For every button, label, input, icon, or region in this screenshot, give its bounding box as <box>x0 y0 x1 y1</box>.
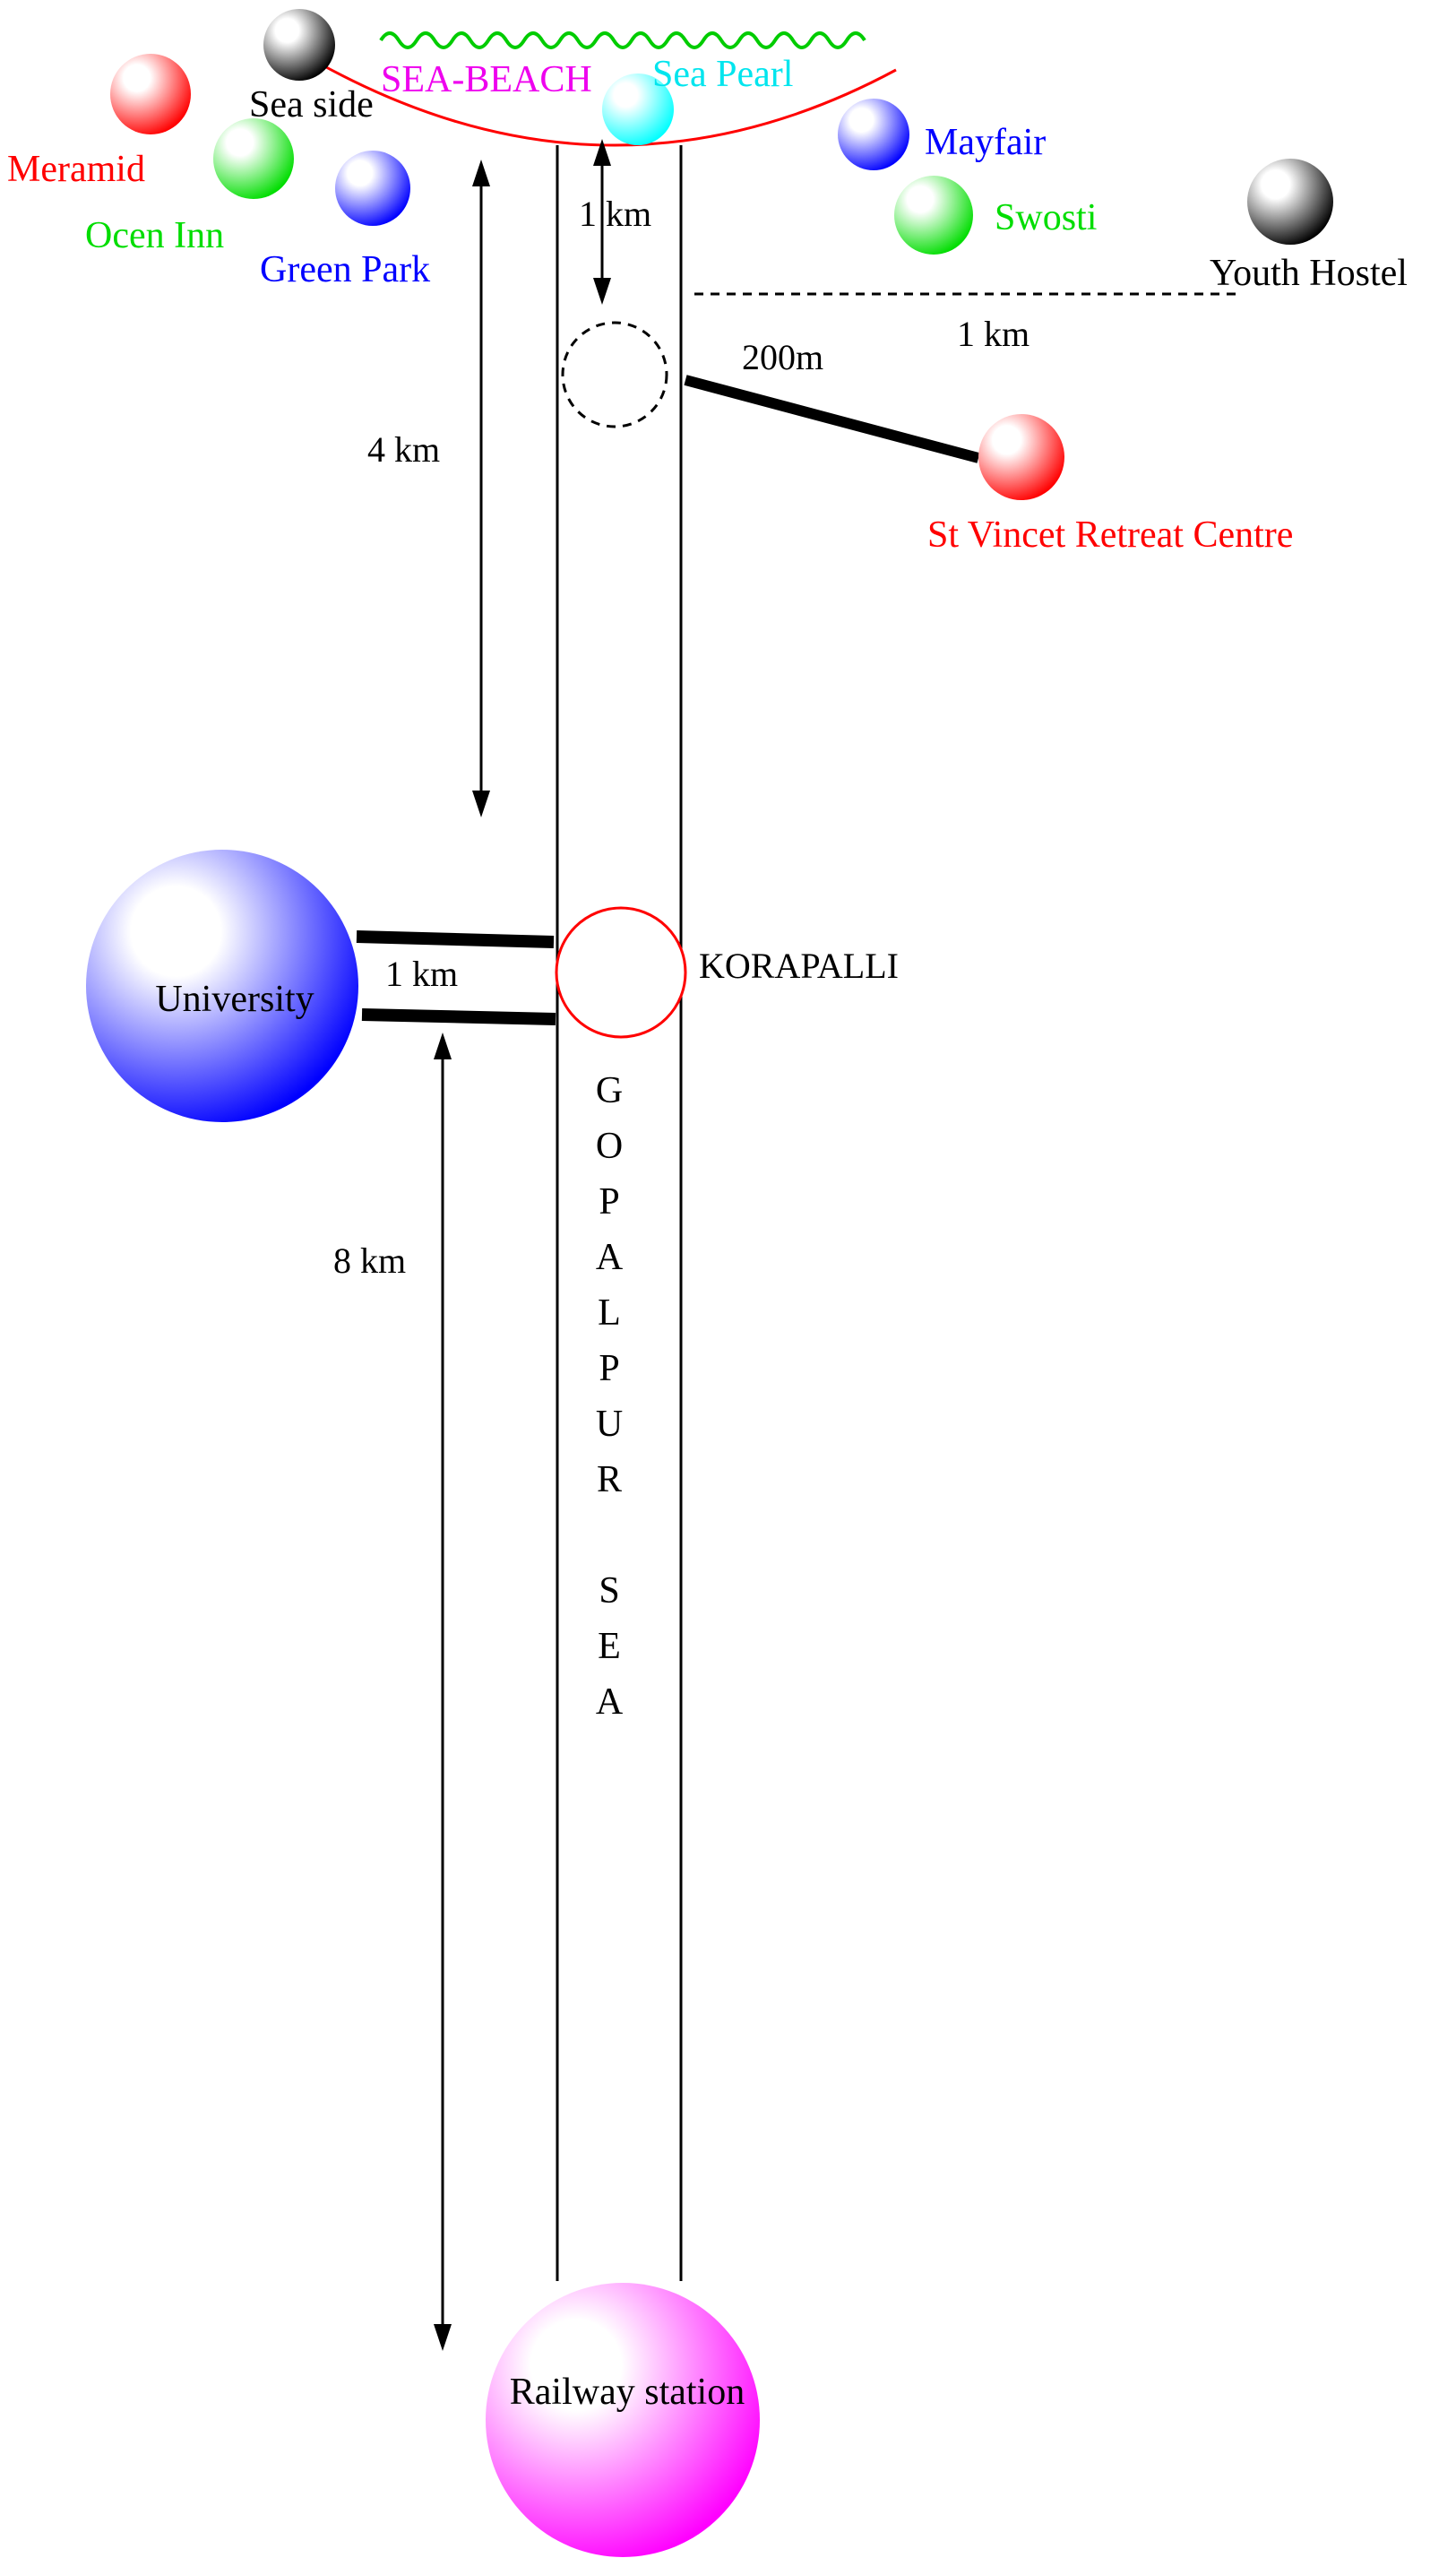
sphere-icon <box>602 73 674 145</box>
hotel-label: St Vincet Retreat Centre <box>927 514 1293 556</box>
beach-label: SEA-BEACH <box>381 59 592 100</box>
university-link-top <box>356 930 555 948</box>
sphere-icon <box>1247 159 1333 245</box>
korapalli-label: KORAPALLI <box>699 946 899 986</box>
beach-wave <box>379 31 866 49</box>
road-name-letter: A <box>596 1237 624 1278</box>
road-name-letter: S <box>599 1570 619 1612</box>
university-label: University <box>155 979 314 1020</box>
distance-label-junction-youth: 1 km <box>957 314 1030 354</box>
sphere-icon <box>335 151 410 226</box>
road-name-letter: U <box>596 1404 623 1445</box>
arrowhead <box>593 278 611 305</box>
hotel-greenpark: Green Park <box>260 151 430 290</box>
road-name-letter: P <box>599 1348 619 1389</box>
road-name-letter: L <box>598 1292 621 1334</box>
sphere-icon <box>838 99 909 170</box>
sphere-icon <box>894 176 973 255</box>
distance-label-korapalli-university: 1 km <box>385 954 458 994</box>
road-name-letter: E <box>598 1626 621 1667</box>
road-name-letter: G <box>596 1070 623 1111</box>
sphere-icon <box>263 9 335 81</box>
hotel-vincent: St Vincet Retreat Centre <box>927 414 1293 556</box>
hotel-label: Sea side <box>249 84 374 125</box>
railway-station-label: Railway station <box>510 2372 745 2413</box>
distance-label-beach-korapalli: 4 km <box>367 429 440 470</box>
distance-label-junction-vincent: 200m <box>742 337 823 377</box>
beach-curve <box>317 61 897 147</box>
arrowhead <box>434 2324 452 2351</box>
hotel-label: Ocen Inn <box>85 215 224 256</box>
arrowhead <box>472 791 490 817</box>
sphere-icon <box>978 414 1064 500</box>
university-link-bottom <box>361 1008 556 1025</box>
road-name-letter: A <box>596 1681 624 1723</box>
hotel-label: Sea Pearl <box>652 54 793 95</box>
arrowhead <box>434 1033 452 1059</box>
arrowhead <box>472 160 490 186</box>
hotel-seaside: Sea side <box>249 9 374 125</box>
hotel-label: Mayfair <box>925 122 1046 163</box>
junction-circle <box>561 321 668 428</box>
hotel-swosti: Swosti <box>894 176 1097 255</box>
sphere-icon <box>213 118 294 199</box>
hotel-youth: Youth Hostel <box>1210 159 1408 294</box>
distance-label-beach-junction: 1 km <box>579 194 651 234</box>
hotel-label: Green Park <box>260 249 430 290</box>
sphere-icon <box>110 54 191 134</box>
railway-station-sphere-icon <box>486 2283 760 2557</box>
road-name-letter: P <box>599 1181 619 1223</box>
university-sphere-icon <box>86 850 358 1122</box>
hotel-oceninn: Ocen Inn <box>85 118 294 256</box>
vincent-link <box>684 375 980 463</box>
hotel-mayfair: Mayfair <box>838 99 1046 170</box>
hotel-label: Youth Hostel <box>1210 253 1408 294</box>
korapalli-circle <box>555 906 687 1039</box>
road-name-letter: R <box>597 1459 622 1500</box>
hotel-seapearl: Sea Pearl <box>602 54 793 145</box>
road-name-letter: O <box>596 1126 623 1167</box>
arrowhead <box>593 139 611 166</box>
distance-label-university-railway: 8 km <box>333 1240 406 1281</box>
hotel-label: Swosti <box>995 197 1097 238</box>
hotel-label: Meramid <box>7 149 145 190</box>
hotel-meramid: Meramid <box>7 54 191 190</box>
